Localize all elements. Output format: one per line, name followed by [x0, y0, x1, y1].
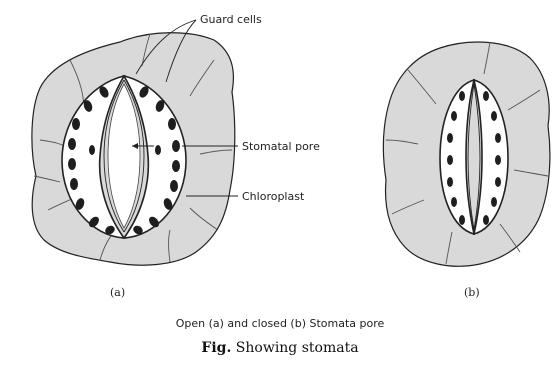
open-stoma — [32, 33, 235, 265]
figure-title-text: Showing stomata — [236, 340, 359, 356]
guard-cells-label: Guard cells — [200, 13, 262, 26]
closed-stoma — [383, 42, 550, 266]
stomata-diagram: Guard cells Stomatal pore Chloroplast — [0, 0, 560, 300]
stomatal-pore-label: Stomatal pore — [242, 140, 320, 153]
chloroplast-label: Chloroplast — [242, 190, 305, 203]
panel-a-label: (a) — [110, 286, 125, 299]
figure-title: Fig. Showing stomata — [0, 340, 560, 356]
figure-title-prefix: Fig. — [201, 340, 231, 356]
figure-caption: Open (a) and closed (b) Stomata pore — [0, 317, 560, 330]
panel-b-label: (b) — [464, 286, 480, 299]
